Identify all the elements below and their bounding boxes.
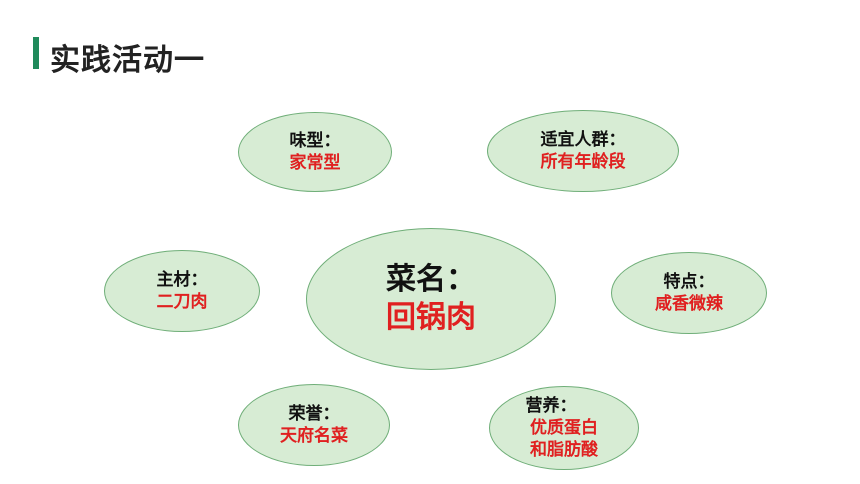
dish-name-label: 菜名：: [386, 262, 476, 297]
ingredient-bubble: 主材： 二刀肉: [104, 250, 260, 332]
title-accent-bar: [33, 37, 39, 69]
ingredient-value: 二刀肉: [156, 292, 208, 312]
flavor-bubble: 味型： 家常型: [238, 112, 392, 192]
honor-label: 荣誉：: [288, 404, 340, 424]
dish-name-bubble: 菜名： 回锅肉: [306, 228, 556, 370]
feature-value: 咸香微辣: [655, 294, 723, 314]
honor-bubble: 荣誉： 天府名菜: [238, 384, 390, 466]
page-title: 实践活动一: [50, 43, 205, 78]
honor-value: 天府名菜: [280, 426, 348, 446]
dish-name-value: 回锅肉: [386, 300, 476, 335]
nutrition-value-line1: 优质蛋白: [530, 418, 598, 438]
nutrition-value-line2: 和脂肪酸: [530, 440, 598, 460]
audience-bubble: 适宜人群： 所有年龄段: [487, 110, 679, 192]
feature-bubble: 特点： 咸香微辣: [611, 252, 767, 334]
nutrition-bubble: 营养： 优质蛋白 和脂肪酸: [489, 386, 639, 470]
flavor-label: 味型：: [289, 131, 341, 151]
audience-value: 所有年龄段: [540, 152, 626, 172]
ingredient-label: 主材：: [156, 270, 208, 290]
nutrition-label: 营养：: [525, 396, 577, 416]
flavor-value: 家常型: [289, 153, 341, 173]
audience-label: 适宜人群：: [540, 130, 626, 150]
feature-label: 特点：: [663, 272, 715, 292]
